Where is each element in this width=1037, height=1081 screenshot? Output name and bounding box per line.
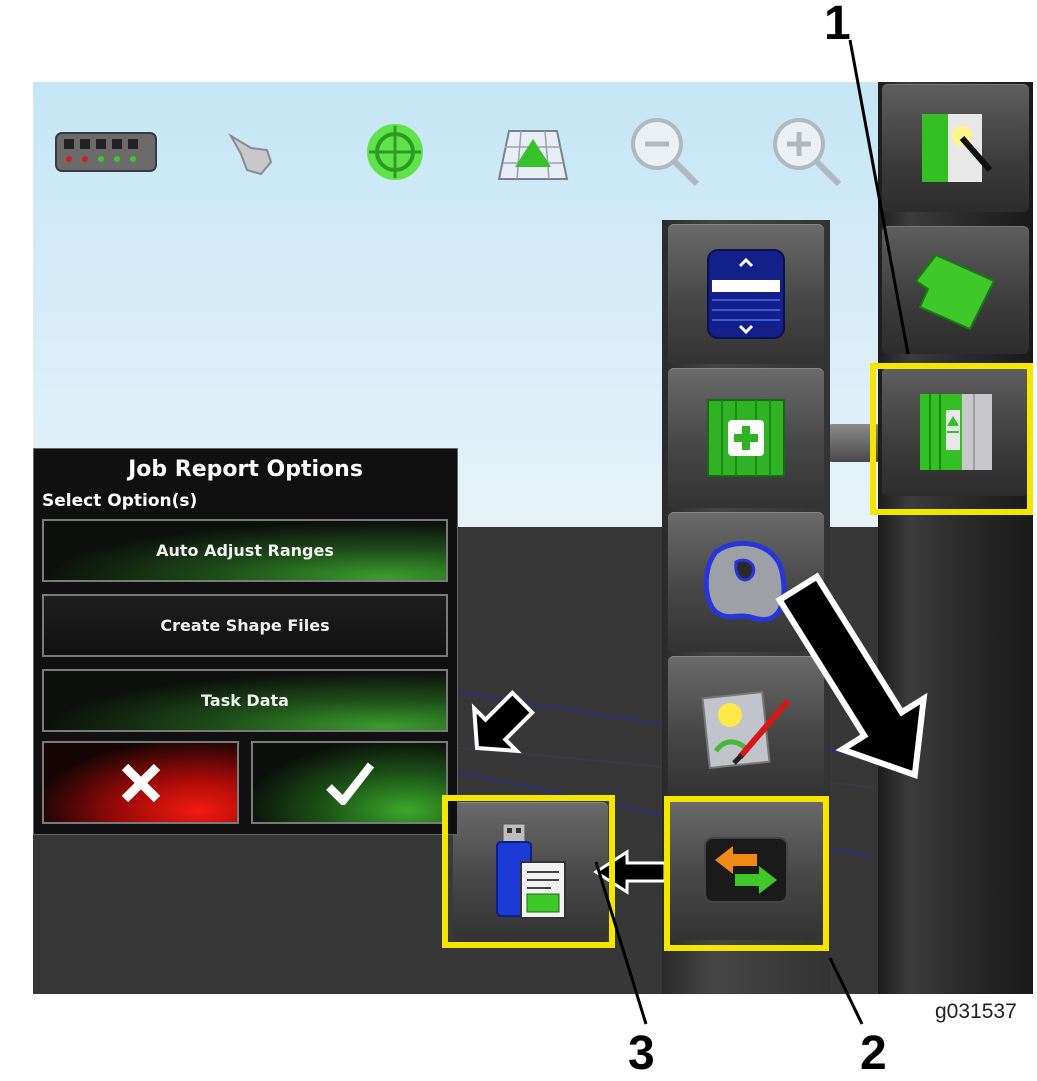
guidance-setup-wizard-button[interactable] bbox=[882, 84, 1029, 212]
x-icon bbox=[121, 763, 160, 802]
boundary-shape-icon bbox=[703, 540, 787, 622]
cancel-button[interactable] bbox=[42, 741, 239, 824]
job-edit-button[interactable] bbox=[668, 656, 824, 796]
callout-1: 1 bbox=[824, 0, 851, 50]
usb-export-report-icon bbox=[495, 823, 566, 919]
callout-3: 3 bbox=[628, 1027, 655, 1080]
zoom-in-icon[interactable] bbox=[767, 112, 847, 192]
field-job-button[interactable] bbox=[882, 368, 1029, 496]
implement-sections-icon[interactable] bbox=[51, 112, 161, 192]
boundary-icon bbox=[914, 253, 995, 331]
zoom-out-icon[interactable] bbox=[625, 112, 705, 192]
figure-id: g031537 bbox=[935, 1000, 1017, 1023]
highlight-field-job bbox=[870, 363, 1033, 515]
option-auto-adjust-ranges[interactable]: Auto Adjust Ranges bbox=[42, 519, 448, 582]
option-create-shape-files[interactable]: Create Shape Files bbox=[42, 594, 448, 657]
callout-2: 2 bbox=[860, 1027, 887, 1080]
job-edit-icon bbox=[701, 690, 791, 770]
data-transfer-button[interactable] bbox=[668, 800, 824, 940]
field-view-icon[interactable] bbox=[493, 112, 573, 192]
field-job-icon bbox=[919, 394, 992, 470]
new-job-button[interactable] bbox=[668, 368, 824, 508]
dialog-title: Job Report Options bbox=[128, 457, 363, 482]
scroll-list-icon bbox=[707, 249, 785, 339]
guidance-setup-wizard-icon bbox=[921, 114, 992, 182]
data-transfer-icon bbox=[704, 837, 788, 903]
confirm-button[interactable] bbox=[251, 741, 448, 824]
boundary-button[interactable] bbox=[882, 226, 1029, 354]
usb-export-report-button[interactable] bbox=[453, 802, 608, 942]
new-job-icon bbox=[707, 399, 785, 477]
gps-target-icon[interactable] bbox=[355, 112, 435, 192]
highlight-usb-export bbox=[442, 795, 615, 948]
pointer-hand-icon[interactable] bbox=[211, 112, 291, 192]
dialog-subtitle: Select Option(s) bbox=[42, 491, 198, 511]
option-task-data[interactable]: Task Data bbox=[42, 669, 448, 732]
checkmark-icon bbox=[325, 762, 374, 805]
job-report-options-dialog: Job Report Options Select Option(s) Auto… bbox=[33, 448, 458, 835]
scroll-list-button[interactable] bbox=[668, 224, 824, 364]
main-menu-column bbox=[878, 82, 1033, 994]
highlight-data-transfer bbox=[664, 796, 829, 951]
field-screen: Job Report Options Select Option(s) Auto… bbox=[33, 82, 1033, 994]
